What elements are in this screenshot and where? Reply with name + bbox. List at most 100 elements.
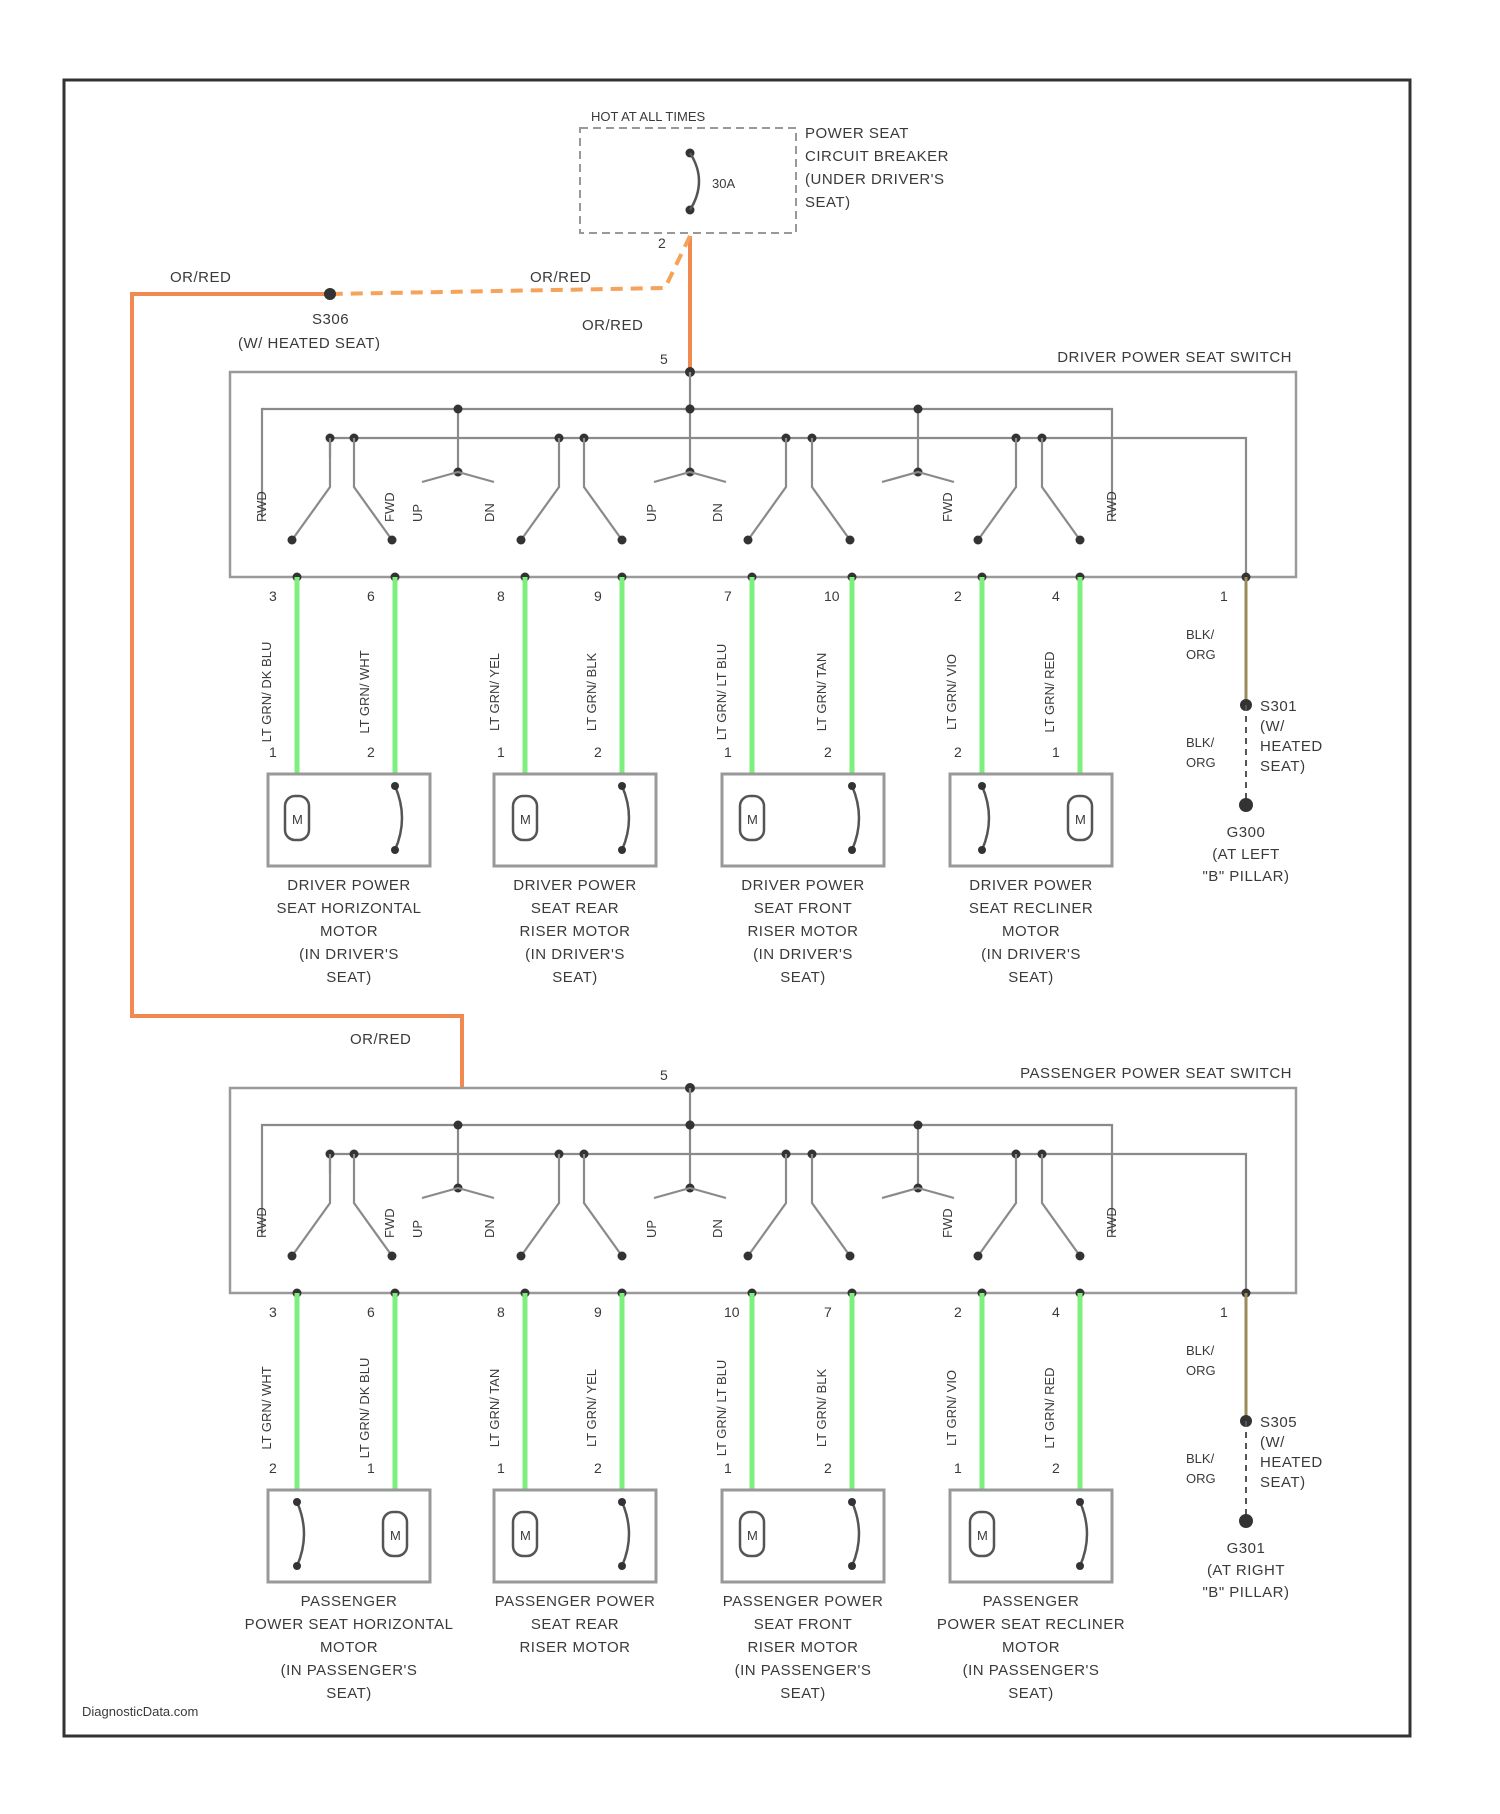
driver-blade-end-1a xyxy=(517,536,526,545)
driver-wire-label-3: LT GRN/ BLK xyxy=(584,653,599,732)
passenger-motor-label-3-1: POWER SEAT RECLINER xyxy=(937,1616,1125,1633)
driver-motor-label-1-2: RISER MOTOR xyxy=(519,923,630,940)
driver-blade-end-2b xyxy=(846,536,855,545)
driver-motor-label-2-2: RISER MOTOR xyxy=(747,923,858,940)
driver-pin-2: 8 xyxy=(497,588,505,604)
driver-motor-label-0-2: MOTOR xyxy=(320,923,378,940)
driver-motor-coil-top-1 xyxy=(618,782,626,790)
passenger-pin-1: 6 xyxy=(367,1304,375,1320)
passenger-tap-dot-2 xyxy=(914,1121,923,1130)
driver-wire-label-7: LT GRN/ RED xyxy=(1042,651,1057,732)
breaker-name-2: CIRCUIT BREAKER xyxy=(805,148,949,165)
driver-motor-label-3-0: DRIVER POWER xyxy=(969,877,1093,894)
passenger-contact-1: FWD xyxy=(382,1208,397,1238)
passenger-motor-label-0-1: POWER SEAT HORIZONTAL xyxy=(245,1616,454,1633)
passenger-blade-0b xyxy=(354,1154,392,1256)
driver-blade-3a xyxy=(978,438,1016,540)
driver-motor-label-2-1: SEAT FRONT xyxy=(754,900,853,917)
passenger-motor-coil-top-3 xyxy=(1076,1498,1084,1506)
driver-blade-end-0b xyxy=(388,536,397,545)
passenger-motor-label-2-4: SEAT) xyxy=(780,1685,826,1702)
passenger-motor-label-1-2: RISER MOTOR xyxy=(519,1639,630,1656)
passenger-motor-label-1-0: PASSENGER POWER xyxy=(495,1593,656,1610)
passenger-blade-end-3a xyxy=(974,1252,983,1261)
passenger-motor-coil-bot-3 xyxy=(1076,1562,1084,1570)
driver-wire-label-4: LT GRN/ LT BLU xyxy=(714,644,729,741)
driver-motor-0: MDRIVER POWERSEAT HORIZONTALMOTOR(IN DRI… xyxy=(268,774,430,986)
passenger-wire-label-6: LT GRN/ VIO xyxy=(944,1370,959,1446)
driver-motor-pin-7: 1 xyxy=(1052,744,1060,760)
passenger-motor-label-3-4: SEAT) xyxy=(1008,1685,1054,1702)
circuit-breaker: HOT AT ALL TIMES 30A 2 POWER SEAT CIRCUI… xyxy=(580,109,949,251)
passenger-ground-label-2: "B" PILLAR) xyxy=(1202,1584,1289,1601)
driver-motor-label-0-4: SEAT) xyxy=(326,969,372,986)
passenger-motor-m-1: M xyxy=(520,1528,531,1543)
driver-blade-1b xyxy=(584,438,622,540)
passenger-motor-pin-4: 1 xyxy=(724,1460,732,1476)
driver-motor-pin-4: 1 xyxy=(724,744,732,760)
driver-motor-coil-bot-2 xyxy=(848,846,856,854)
driver-wire-label-6: LT GRN/ VIO xyxy=(944,654,959,730)
passenger-motor-label-2-0: PASSENGER POWER xyxy=(723,1593,884,1610)
passenger-motor-0: MPASSENGERPOWER SEAT HORIZONTALMOTOR(IN … xyxy=(245,1490,454,1702)
passenger-wire-label-5: LT GRN/ BLK xyxy=(814,1369,829,1448)
passenger-motor-coil-bot-1 xyxy=(618,1562,626,1570)
passenger-contact-7: RWD xyxy=(1104,1207,1119,1238)
passenger-motor-coil-top-0 xyxy=(293,1498,301,1506)
passenger-blade-3b xyxy=(1042,1154,1080,1256)
passenger-switch-name: PASSENGER POWER SEAT SWITCH xyxy=(1020,1065,1292,1082)
passenger-pin-0: 3 xyxy=(269,1304,277,1320)
feed-wire-down: OR/RED xyxy=(582,317,643,334)
passenger-splice-label-2: HEATED xyxy=(1260,1454,1323,1471)
passenger-motor-label-0-2: MOTOR xyxy=(320,1639,378,1656)
driver-motor-label-3-3: (IN DRIVER'S xyxy=(981,946,1081,963)
passenger-wire-label-1: LT GRN/ DK BLU xyxy=(357,1358,372,1459)
feed-splice-id: S306 xyxy=(312,311,349,328)
breaker-name-4: SEAT) xyxy=(805,194,851,211)
passenger-splice-label-0: S305 xyxy=(1260,1414,1297,1431)
driver-motor-label-0-3: (IN DRIVER'S xyxy=(299,946,399,963)
passenger-blade-end-2b xyxy=(846,1252,855,1261)
passenger-motor-pin-5: 2 xyxy=(824,1460,832,1476)
driver-ground-wire2-a: BLK/ xyxy=(1186,735,1215,750)
passenger-motor-m-0: M xyxy=(390,1528,401,1543)
driver-wire-label-5: LT GRN/ TAN xyxy=(814,653,829,732)
driver-motor-pin-5: 2 xyxy=(824,744,832,760)
driver-motor-label-2-0: DRIVER POWER xyxy=(741,877,865,894)
driver-splice-label-0: S301 xyxy=(1260,698,1297,715)
driver-motor-label-1-4: SEAT) xyxy=(552,969,598,986)
driver-contact-1: FWD xyxy=(382,492,397,522)
driver-blade-0b xyxy=(354,438,392,540)
driver-blade-end-3b xyxy=(1076,536,1085,545)
driver-ground-label-1: (AT LEFT xyxy=(1212,846,1280,863)
driver-blade-end-0a xyxy=(288,536,297,545)
breaker-rating: 30A xyxy=(712,176,735,191)
driver-motor-label-2-4: SEAT) xyxy=(780,969,826,986)
feed-wire-left: OR/RED xyxy=(170,269,231,286)
passenger-blade-0a xyxy=(292,1154,330,1256)
passenger-pin-3: 9 xyxy=(594,1304,602,1320)
passenger-motor-label-3-3: (IN PASSENGER'S xyxy=(963,1662,1100,1679)
passenger-pin-6: 2 xyxy=(954,1304,962,1320)
passenger-ground-label-0: G301 xyxy=(1227,1540,1266,1557)
driver-motor-coil-bot-1 xyxy=(618,846,626,854)
passenger-blade-end-0b xyxy=(388,1252,397,1261)
driver-pin-4: 7 xyxy=(724,588,732,604)
passenger-motor-pin-2: 1 xyxy=(497,1460,505,1476)
driver-contact-5: DN xyxy=(710,503,725,522)
driver-wire-label-1: LT GRN/ WHT xyxy=(357,650,372,733)
passenger-blade-3a xyxy=(978,1154,1016,1256)
driver-ground-wire2-b: ORG xyxy=(1186,755,1216,770)
passenger-pin-4: 10 xyxy=(724,1304,740,1320)
passenger-motor-label-2-2: RISER MOTOR xyxy=(747,1639,858,1656)
breaker-name-3: (UNDER DRIVER'S xyxy=(805,171,945,188)
driver-blade-end-3a xyxy=(974,536,983,545)
driver-motor-label-1-0: DRIVER POWER xyxy=(513,877,637,894)
passenger-ground-wire2-b: ORG xyxy=(1186,1471,1216,1486)
driver-ground-wire-b: ORG xyxy=(1186,647,1216,662)
passenger-motor-coil-top-1 xyxy=(618,1498,626,1506)
driver-blade-end-1b xyxy=(618,536,627,545)
driver-motor-m-2: M xyxy=(747,812,758,827)
